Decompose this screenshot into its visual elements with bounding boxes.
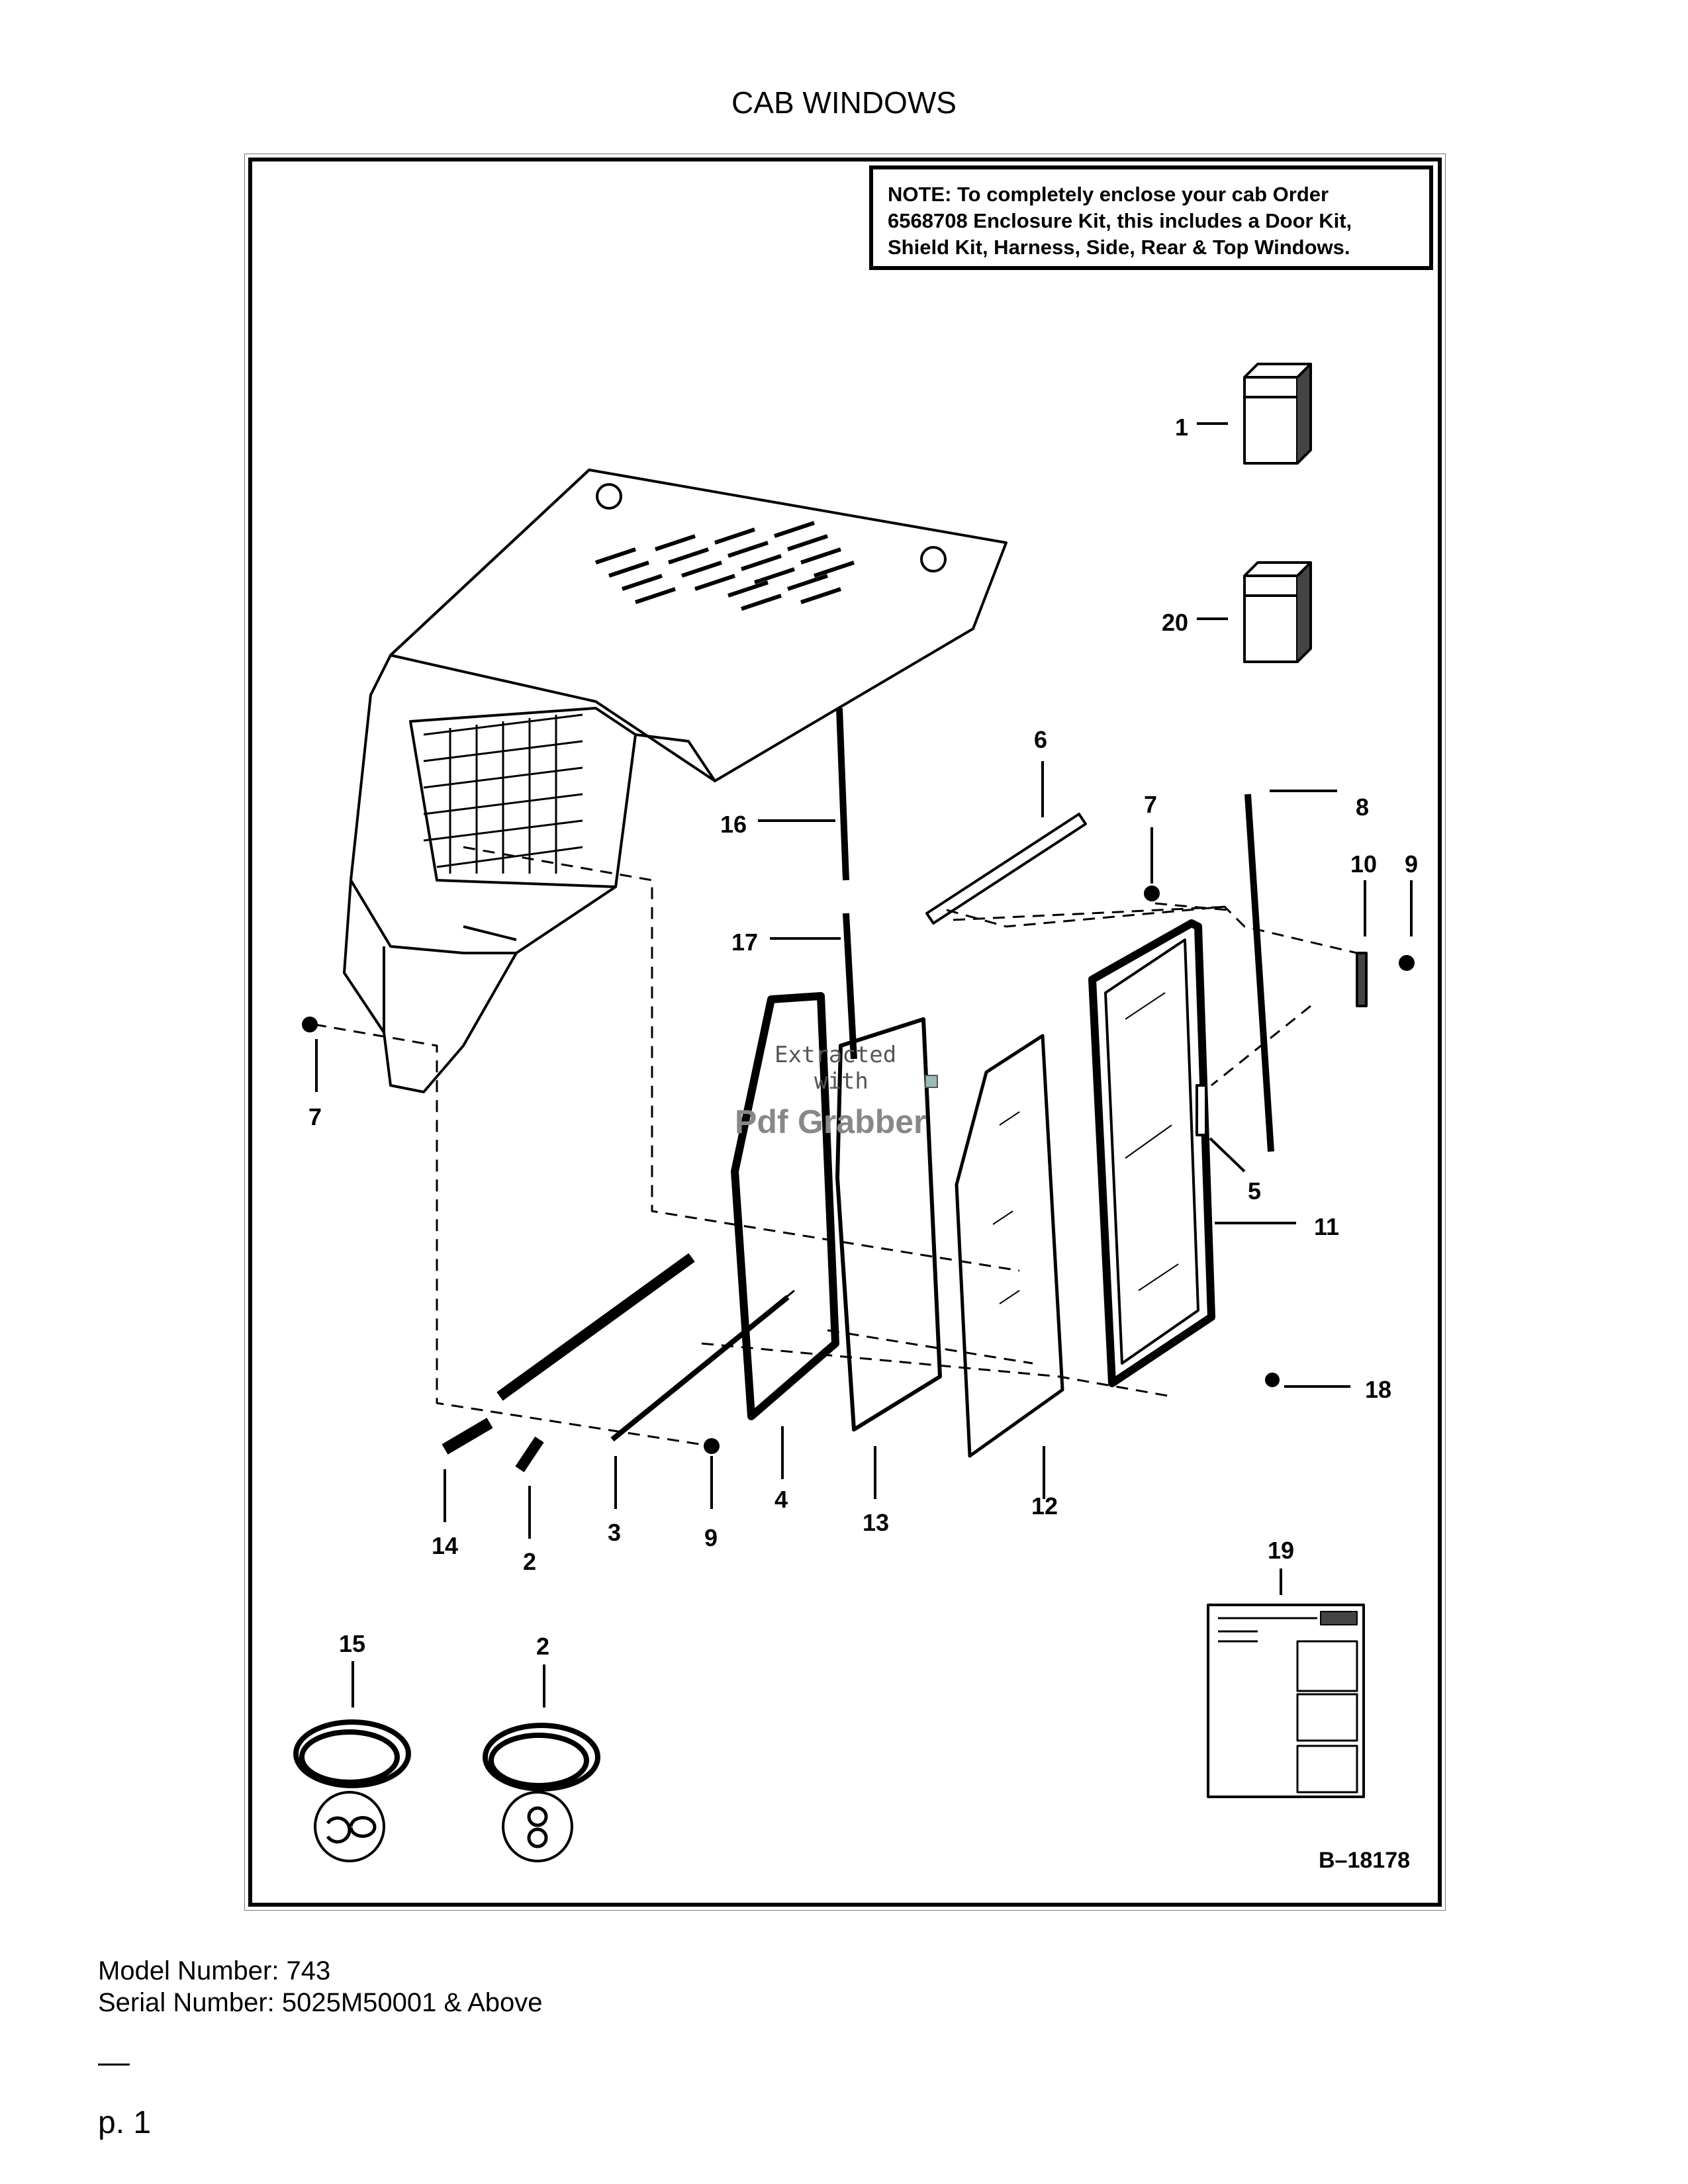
note-box: NOTE: To completely enclose your cab Ord… — [869, 165, 1433, 270]
note-line3: Shield Kit, Harness, Side, Rear & Top Wi… — [888, 236, 1350, 259]
seal-coil-2 — [483, 1723, 600, 1792]
callout-2: 2 — [523, 1548, 536, 1575]
kit-box-20 — [1243, 561, 1312, 663]
glass-reflection — [992, 1111, 1020, 1304]
callout-14: 14 — [432, 1532, 458, 1559]
callout-1: 1 — [1175, 414, 1188, 441]
seal-strip-16 — [836, 707, 849, 881]
handle-5 — [1196, 1084, 1207, 1136]
watermark-logo-a: Pdf — [735, 1103, 788, 1140]
callout-20: 20 — [1162, 609, 1188, 636]
seal-coil-15 — [293, 1719, 411, 1788]
seal-strip-8 — [1244, 794, 1274, 1152]
note-line1: To completely enclose your cab Order — [951, 183, 1329, 206]
callout-4: 4 — [774, 1486, 788, 1513]
serial-number: Serial Number: 5025M50001 & Above — [98, 1988, 543, 2017]
callout-2-coil: 2 — [536, 1633, 549, 1660]
roof-hole-icon — [920, 546, 947, 572]
diagram-frame-outline — [244, 154, 1446, 1911]
rear-grille — [423, 713, 583, 874]
watermark-logo-b: Grabber — [798, 1103, 927, 1140]
assembly-lines — [314, 846, 1358, 1447]
seal-profile-15 — [314, 1791, 385, 1862]
grommet-18 — [1265, 1373, 1280, 1387]
roof-hole-icon — [596, 483, 622, 510]
callout-3: 3 — [608, 1519, 621, 1546]
callout-8: 8 — [1356, 794, 1369, 821]
callout-13: 13 — [863, 1509, 889, 1536]
callout-18: 18 — [1365, 1376, 1391, 1403]
page-title: CAB WINDOWS — [731, 85, 957, 120]
bracket-6 — [925, 813, 1087, 925]
latch-10 — [1356, 952, 1368, 1007]
callout-19: 19 — [1268, 1537, 1294, 1564]
roof-vents — [595, 521, 855, 611]
kit-box-1 — [1243, 363, 1312, 465]
bolt-7 — [1144, 886, 1160, 901]
callout-9-bottom: 9 — [704, 1524, 718, 1551]
callout-15: 15 — [339, 1630, 365, 1657]
callout-10: 10 — [1350, 850, 1377, 878]
door-reflection — [1125, 992, 1179, 1291]
seal-profile-2 — [502, 1791, 573, 1862]
footer-dash — [98, 2064, 130, 2066]
pdfgrabber-watermark: Extracted with Pdf Grabber — [735, 1042, 938, 1140]
callout-12: 12 — [1031, 1492, 1058, 1520]
watermark-icon — [925, 1075, 938, 1088]
callout-16: 16 — [720, 811, 747, 838]
callout-6: 6 — [1034, 726, 1047, 753]
watermark-line1: Extracted — [774, 1042, 896, 1068]
callout-17: 17 — [731, 929, 758, 956]
window-frame-4 — [731, 992, 839, 1420]
model-number: Model Number: 743 — [98, 1956, 331, 1985]
diagram-frame — [248, 158, 1442, 1907]
drawing-number: B–18178 — [1319, 1848, 1410, 1873]
callout-9: 9 — [1405, 850, 1418, 878]
callout-5: 5 — [1248, 1177, 1261, 1205]
note-line2: 6568708 Enclosure Kit, this includes a D… — [888, 209, 1352, 232]
callout-7-left: 7 — [308, 1103, 322, 1130]
door-glass-11 — [1104, 938, 1199, 1365]
instruction-sheet-19 — [1207, 1604, 1365, 1798]
window-gasket-13 — [835, 1017, 942, 1432]
leader-lines — [315, 422, 1413, 1707]
cab-body — [343, 469, 1008, 1093]
window-glass-12 — [955, 1034, 1064, 1458]
note-label: NOTE: — [888, 183, 952, 206]
watermark-line2: with — [814, 1068, 868, 1095]
seal-14 — [442, 1418, 493, 1455]
callout-11: 11 — [1314, 1213, 1339, 1240]
seal-bottom — [496, 1253, 695, 1401]
seal-2 — [515, 1436, 544, 1473]
seal-strip-17 — [843, 913, 857, 1060]
callout-7: 7 — [1144, 791, 1157, 818]
page-number: p. 1 — [98, 2105, 152, 2140]
nut-9 — [1399, 955, 1415, 971]
